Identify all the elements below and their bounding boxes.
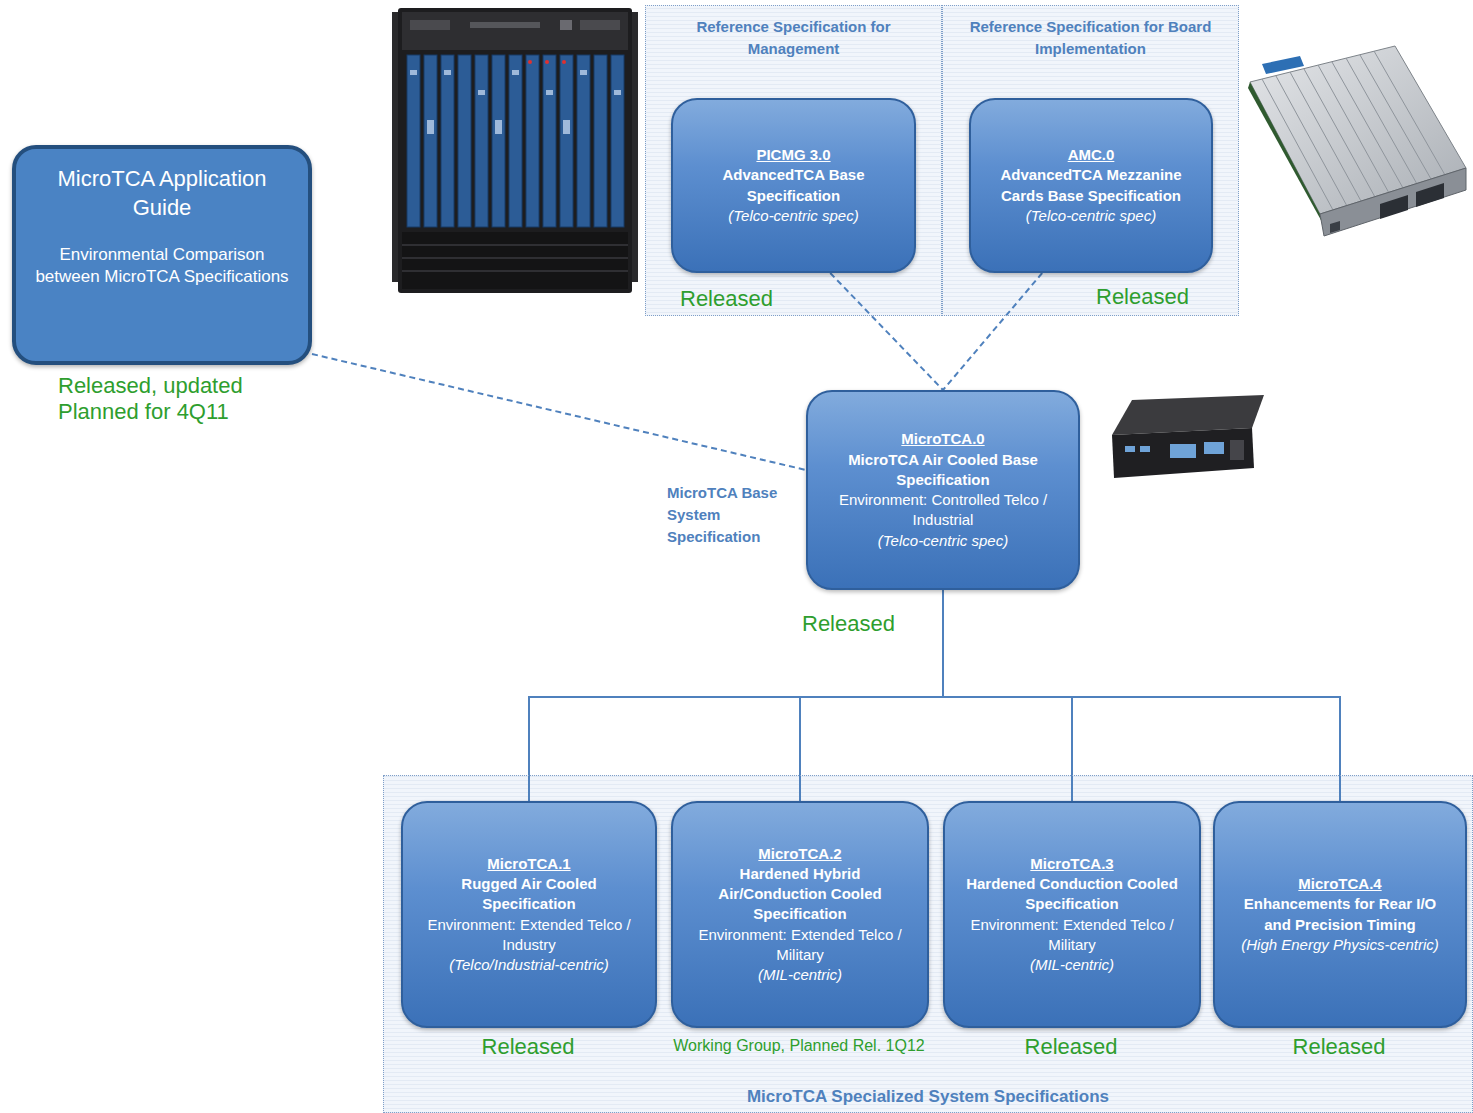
spec-box: MicroTCA.1Rugged Air Cooled Specificatio… <box>401 801 657 1028</box>
node-heading: MicroTCA.4 <box>1298 874 1381 894</box>
tree-connector <box>529 590 943 801</box>
spec-region: MicroTCA Specialized System Specificatio… <box>383 775 1473 1113</box>
region-fill <box>383 775 1473 1113</box>
node-text: (Telco-centric spec) <box>1026 206 1156 226</box>
node-heading: MicroTCA.1 <box>487 854 570 874</box>
node-text: Environment: Controlled Telco / Industri… <box>822 490 1064 531</box>
reference-connector <box>943 273 1042 390</box>
node-text: (Telco-centric spec) <box>878 531 1008 551</box>
node-text: (MIL-centric) <box>758 965 842 985</box>
reference-connector <box>830 273 943 390</box>
node-text: AdvancedTCA Base Specification <box>687 165 900 206</box>
node-text: Hardened Hybrid Air/Conduction Cooled Sp… <box>687 864 913 925</box>
chassis-illustration <box>392 8 638 293</box>
spec-box: MicroTCA.4Enhancements for Rear I/O and … <box>1213 801 1467 1028</box>
node-heading: MicroTCA.2 <box>758 844 841 864</box>
node-heading: MicroTCA.0 <box>901 429 984 449</box>
amc-card-illustration <box>1248 46 1466 236</box>
node-heading: MicroTCA.3 <box>1030 854 1113 874</box>
node-text: Environment: Extended Telco / Industry <box>417 915 641 956</box>
status-label: Released <box>942 1034 1200 1060</box>
spec-box: MicroTCA.3Hardened Conduction Cooled Spe… <box>943 801 1201 1028</box>
node-text: (MIL-centric) <box>1030 955 1114 975</box>
guide-box: MicroTCA Application GuideEnvironmental … <box>12 145 312 365</box>
spec-box: MicroTCA.2Hardened Hybrid Air/Conduction… <box>671 801 929 1028</box>
tree-connector <box>943 590 1340 801</box>
node-text: MicroTCA Air Cooled Base Specification <box>822 450 1064 491</box>
reference-panel: Reference Specification for Board Implem… <box>942 5 1239 316</box>
node-text: Environment: Extended Telco / Military <box>959 915 1185 956</box>
node-heading: Reference Specification for Management <box>646 6 941 60</box>
node-text: (Telco-centric spec) <box>728 206 858 226</box>
tree-connector <box>943 590 1072 801</box>
status-label: Released <box>400 1034 656 1060</box>
node-heading: MicroTCA Specialized System Specificatio… <box>384 1087 1472 1107</box>
chassis-1u-illustration <box>1112 395 1264 478</box>
status-label: Released <box>1212 1034 1466 1060</box>
node-text: Enhancements for Rear I/O and Precision … <box>1229 894 1451 935</box>
node-heading: PICMG 3.0 <box>756 145 830 165</box>
status-label: Released <box>1096 284 1216 310</box>
node-text: Hardened Conduction Cooled Specification <box>959 874 1185 915</box>
node-text: Rugged Air Cooled Specification <box>417 874 641 915</box>
node-text: (Telco/Industrial-centric) <box>449 955 609 975</box>
spec-box: PICMG 3.0AdvancedTCA Base Specification(… <box>671 98 916 273</box>
status-label: Released <box>802 611 922 637</box>
base-spec-box: MicroTCA.0MicroTCA Air Cooled Base Speci… <box>806 390 1080 590</box>
node-heading: AMC.0 <box>1068 145 1115 165</box>
spec-box: AMC.0AdvancedTCA Mezzanine Cards Base Sp… <box>969 98 1213 273</box>
side-label: MicroTCA Base System Specification <box>667 482 792 547</box>
node-text: Environmental Comparison between MicroTC… <box>32 244 292 288</box>
node-text: AdvancedTCA Mezzanine Cards Base Specifi… <box>985 165 1197 206</box>
status-label: Released, updated Planned for 4Q11 <box>58 373 248 426</box>
node-text: (High Energy Physics-centric) <box>1241 935 1439 955</box>
panel-fill <box>645 5 1239 316</box>
reference-connector <box>312 354 806 470</box>
node-text: Environment: Extended Telco / Military <box>687 925 913 966</box>
node-heading: Reference Specification for Board Implem… <box>943 6 1238 60</box>
status-label: Working Group, Planned Rel. 1Q12 <box>670 1036 928 1055</box>
status-label: Released <box>680 286 800 312</box>
reference-panel: Reference Specification for ManagementPI… <box>645 5 942 316</box>
tree-connector <box>800 590 943 801</box>
node-heading: MicroTCA Application Guide <box>32 165 292 222</box>
